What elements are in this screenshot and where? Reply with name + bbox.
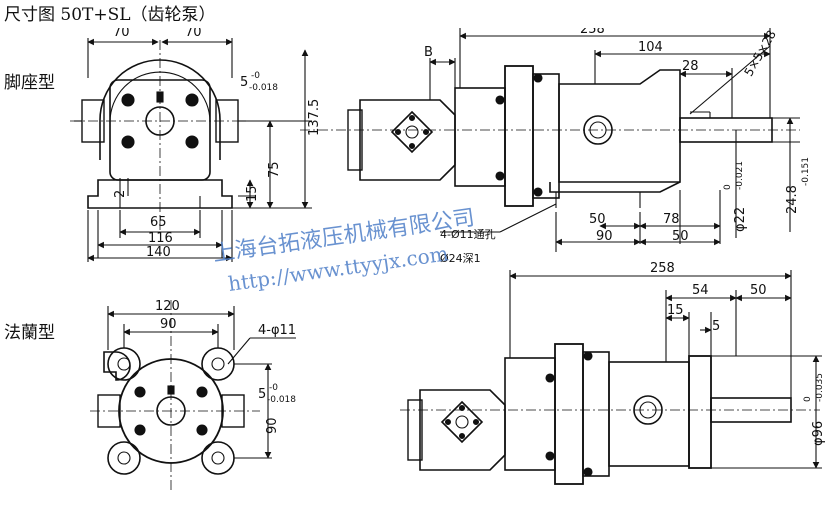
dim-flange-shaft-upper: -0 xyxy=(269,383,278,393)
dim-28: 28 xyxy=(682,59,699,74)
dim-shaft-tol-lower: -0.018 xyxy=(249,83,278,93)
dim-shaft-dia-lower: -0.021 xyxy=(735,161,745,190)
foot-side-view xyxy=(300,28,800,252)
dim-120: 120 xyxy=(155,299,180,314)
dim-50-flange: 50 xyxy=(750,283,767,298)
dim-90-vertical: 90 xyxy=(265,417,280,434)
dim-shaft-dia: φ22 xyxy=(733,207,748,232)
hole-note-2: Ø24深1 xyxy=(440,252,481,265)
dim-flange-shaft-5: 5 xyxy=(258,387,266,402)
dim-90-flange: 90 xyxy=(160,317,177,332)
dim-104: 104 xyxy=(638,40,663,55)
dim-70-left: 70 xyxy=(113,28,130,40)
dim-flange-shaft-lower: -0.018 xyxy=(267,395,296,405)
dim-50-a: 50 xyxy=(589,212,606,227)
dim-24-8: 24.8 xyxy=(785,185,800,214)
dim-spigot-upper: 0 xyxy=(803,396,813,402)
dim-65: 65 xyxy=(150,215,167,230)
dim-shaft-5: 5 xyxy=(240,75,248,90)
dim-116: 116 xyxy=(148,231,173,246)
hole-note-1: 4-Ø11通孔 xyxy=(440,228,496,241)
dim-shaft-tol-upper: -0 xyxy=(251,71,260,81)
flange-front-view xyxy=(90,300,296,490)
flange-side-view xyxy=(400,270,822,485)
dim-24-tol: -0.151 xyxy=(801,157,811,186)
dim-258-top: 258 xyxy=(580,28,605,37)
flange-mount-label: 法蘭型 xyxy=(4,323,55,343)
dim-B: B xyxy=(424,45,433,60)
dim-137-5: 137.5 xyxy=(307,99,322,136)
dim-258-flange: 258 xyxy=(650,261,675,276)
dim-75: 75 xyxy=(267,161,282,178)
dim-50-b: 50 xyxy=(672,229,689,244)
dim-78: 78 xyxy=(663,212,680,227)
dim-spigot-lower: -0.035 xyxy=(815,373,825,402)
drawing-canvas: 尺寸图 50T+SL（齿轮泵） 脚座型 法蘭型 xyxy=(4,5,826,490)
dim-54: 54 xyxy=(692,283,709,298)
dim-70-right: 70 xyxy=(185,28,202,40)
dim-5-flange: 5 xyxy=(712,319,720,334)
dim-spigot: φ96 xyxy=(811,421,826,446)
bolt-pattern xyxy=(121,93,199,149)
foot-mount-label: 脚座型 xyxy=(4,73,55,93)
dim-15-flange: 15 xyxy=(667,303,684,318)
drawing-title: 尺寸图 50T+SL（齿轮泵） xyxy=(4,5,216,25)
dimension-drawing: 70 70 5 -0 -0.018 137.5 75 15 2 65 116 1… xyxy=(70,28,826,490)
dim-15: 15 xyxy=(245,185,260,202)
dim-shaft-dia-upper: 0 xyxy=(723,184,733,190)
foot-front-view xyxy=(70,38,312,262)
dim-holes: 4-φ11 xyxy=(258,323,296,338)
dim-140: 140 xyxy=(146,245,171,260)
dim-2: 2 xyxy=(113,190,128,198)
dim-90: 90 xyxy=(596,229,613,244)
